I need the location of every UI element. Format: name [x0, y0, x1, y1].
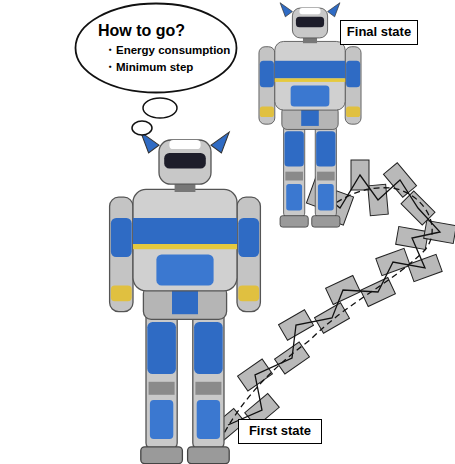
- node-heading: How to go?: [74, 22, 238, 40]
- thought-dot: [132, 121, 152, 135]
- thought-dot: [143, 98, 177, 118]
- robot-first: [110, 132, 261, 464]
- node-heading: First state: [242, 424, 318, 439]
- node-text: ・Minimum step: [74, 61, 238, 74]
- thought-bubble: How to go? ・Energy consumption ・Minimum st…: [74, 2, 238, 94]
- node-text: ・Energy consumption: [74, 44, 238, 57]
- state-label: Final state: [340, 20, 418, 45]
- state-label: First state: [238, 419, 322, 444]
- node-heading: Final state: [344, 25, 414, 40]
